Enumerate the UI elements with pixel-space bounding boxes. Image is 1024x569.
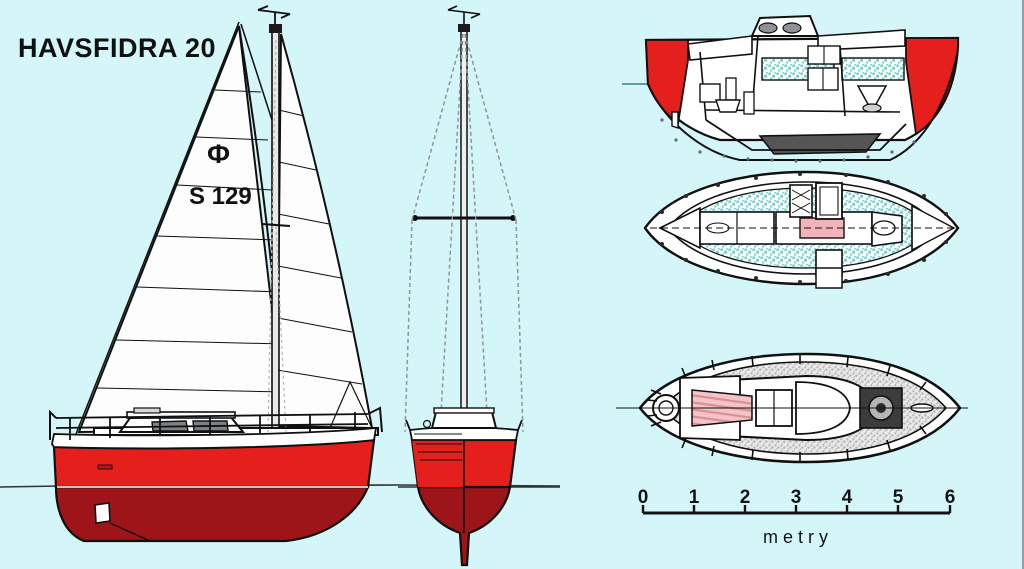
aft-berth-cushion [841, 57, 905, 81]
hatch-window-left [758, 22, 778, 34]
masthead-fitting [269, 24, 282, 33]
lifelines-side [55, 412, 369, 440]
wind-indicator [257, 5, 291, 24]
scale-unit-label: metry [763, 527, 833, 547]
shrouds-bow-view [404, 33, 524, 433]
sail-number: S 129 [189, 183, 252, 210]
locker-base [862, 103, 882, 113]
propeller-aperture [94, 502, 111, 524]
galley-locker-port [789, 184, 813, 218]
keel-skeg-line [109, 522, 151, 542]
fore-deck-interior [687, 35, 753, 61]
hull-vent [97, 464, 113, 470]
forward-hatch [133, 407, 161, 414]
stove-unit [725, 77, 737, 101]
masthead-fitting-bow-view [458, 24, 470, 32]
mainsail [275, 33, 374, 430]
view-sail-plan [0, 5, 561, 543]
scale-bar-ticks [641, 505, 952, 513]
stern-pushpit [367, 406, 383, 433]
spreaders-side [261, 223, 291, 227]
rudder-interior-profile [671, 111, 679, 129]
scale-tick-label-1: 1 [688, 487, 700, 508]
tank-unit [743, 91, 755, 115]
hatch-window-right [782, 22, 802, 34]
ballast-keel [758, 133, 882, 155]
coachroof-bow-view [430, 411, 498, 429]
cockpit-sole-plan [815, 267, 843, 289]
view-deck-plan [616, 352, 968, 464]
view-accommodation-plan [643, 170, 960, 289]
scale-tick-label-5: 5 [892, 487, 904, 508]
scale-tick-label-2: 2 [739, 487, 751, 508]
scale-tick-label-4: 4 [841, 487, 853, 508]
shrouds-side [267, 39, 287, 433]
stanchion-dots-plan [660, 172, 948, 284]
scale-tick-label-0: 0 [637, 487, 649, 508]
machinery-box [699, 83, 721, 103]
companionway-inner [819, 186, 839, 216]
lower-hull-line [705, 119, 907, 151]
hull-bottom-interior [647, 49, 959, 161]
toe-rail-ticks [646, 354, 927, 462]
sheer-band [51, 426, 378, 450]
sink-unit [715, 99, 741, 113]
view-interior-profile [622, 14, 960, 163]
hull-port-half [412, 440, 464, 487]
coachroof-top-bow-view [433, 407, 495, 414]
forestay [75, 21, 240, 435]
deck-fitting [422, 419, 432, 429]
jib-sail [77, 25, 288, 434]
scale-bar [641, 505, 952, 515]
wind-indicator-bow-view [447, 5, 481, 24]
hull-underbody [54, 485, 370, 543]
fastener-dots-interior [660, 118, 916, 163]
mast-bow-view [460, 29, 468, 431]
pulpit-bow-view [405, 419, 523, 431]
bow-pulpit [49, 409, 57, 440]
view-bow-elevation [398, 5, 560, 567]
scale-tick-label-6: 6 [944, 487, 956, 508]
scale-tick-label-3: 3 [790, 487, 802, 508]
deck-detail-lines [414, 433, 462, 461]
locker-hatch-marks [791, 189, 811, 214]
sail-class-symbol: Ф [207, 139, 231, 169]
mainsail-panel-seams [276, 109, 363, 385]
page-title: HAVSFIDRA 20 [18, 33, 217, 63]
